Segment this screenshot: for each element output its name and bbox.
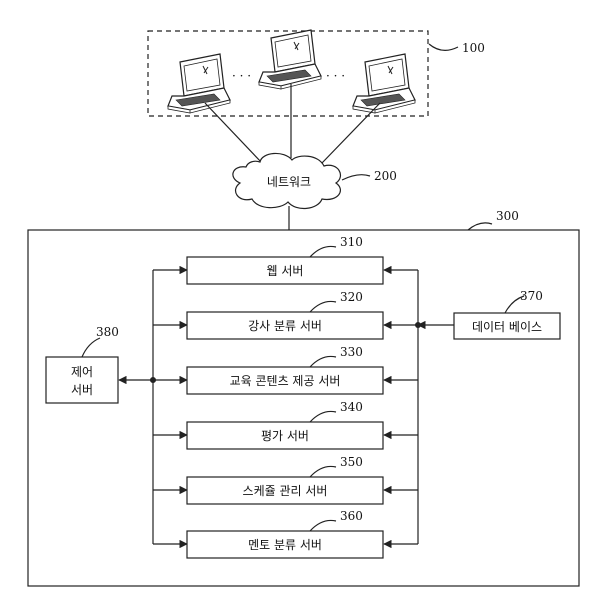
control-server-box: [45, 356, 119, 404]
ref-leader-200: [341, 174, 371, 181]
server-box-340: [186, 421, 384, 450]
server-box-360: [186, 530, 384, 559]
server-box-350: [186, 476, 384, 505]
ref-100: 100: [462, 41, 485, 55]
ellipsis-left: · · ·: [232, 69, 251, 83]
server-box-310: [186, 256, 384, 285]
server-box-330: [186, 366, 384, 395]
ref-380: 380: [96, 325, 119, 339]
server-box-320: [186, 311, 384, 340]
system-frame: [27, 229, 580, 587]
ref-leader-300: [467, 222, 493, 231]
server-schedule: 스케쥴 관리 서버 350: [153, 455, 418, 505]
network-label: 네트워크: [267, 175, 311, 189]
ref-320: 320: [340, 290, 363, 304]
server-label: 평가 서버: [261, 429, 309, 443]
control-server-label-1: 제어: [71, 365, 93, 379]
database-box: [453, 312, 561, 340]
ref-leader-380: [81, 337, 101, 358]
link-laptop-3-network: [321, 102, 381, 164]
control-junction: [150, 377, 156, 383]
ref-leader-340: [309, 410, 337, 423]
server-label: 강사 분류 서버: [248, 319, 322, 333]
ref-300: 300: [496, 209, 519, 223]
server-label: 웹 서버: [267, 264, 304, 278]
server-label: 스케쥴 관리 서버: [243, 484, 328, 498]
server-instructor-classify: 강사 분류 서버 320: [153, 290, 418, 340]
laptop-icon: [167, 53, 231, 114]
ref-leader-360: [309, 519, 337, 532]
ellipsis-right: · · ·: [326, 69, 345, 83]
ref-leader-370: [504, 295, 525, 314]
cloud-shape: [232, 152, 341, 209]
ref-leader-350: [309, 465, 337, 478]
network-cloud: 네트워크 200: [232, 152, 397, 209]
laptop-icon: [352, 53, 416, 114]
database-junction: [415, 322, 421, 328]
ref-leader-320: [309, 300, 337, 313]
server-education-content: 교육 콘텐츠 제공 서버 330: [153, 345, 418, 395]
server-label: 멘토 분류 서버: [248, 538, 322, 552]
ref-200: 200: [374, 169, 397, 183]
server-mentor-classify: 멘토 분류 서버 360: [153, 509, 418, 559]
ref-350: 350: [340, 455, 363, 469]
ref-leader-310: [309, 245, 337, 258]
link-laptop-1-network: [204, 102, 263, 164]
server-web: 웹 서버 310: [153, 235, 418, 285]
ref-360: 360: [340, 509, 363, 523]
ref-leader-100: [428, 43, 459, 51]
database-label: 데이터 베이스: [472, 320, 542, 334]
database: 데이터 베이스 370: [415, 289, 561, 340]
ref-330: 330: [340, 345, 363, 359]
ref-370: 370: [520, 289, 543, 303]
client-group-frame: [147, 30, 429, 117]
server-evaluation: 평가 서버 340: [153, 400, 418, 450]
client-group: · · · · · · 100: [147, 29, 485, 117]
ref-340: 340: [340, 400, 363, 414]
control-server: 제어 서버 380: [45, 325, 156, 404]
server-label: 교육 콘텐츠 제공 서버: [230, 374, 341, 388]
ref-310: 310: [340, 235, 363, 249]
control-server-label-2: 서버: [71, 383, 93, 397]
ref-leader-330: [309, 355, 337, 368]
laptop-icon: [258, 29, 322, 90]
